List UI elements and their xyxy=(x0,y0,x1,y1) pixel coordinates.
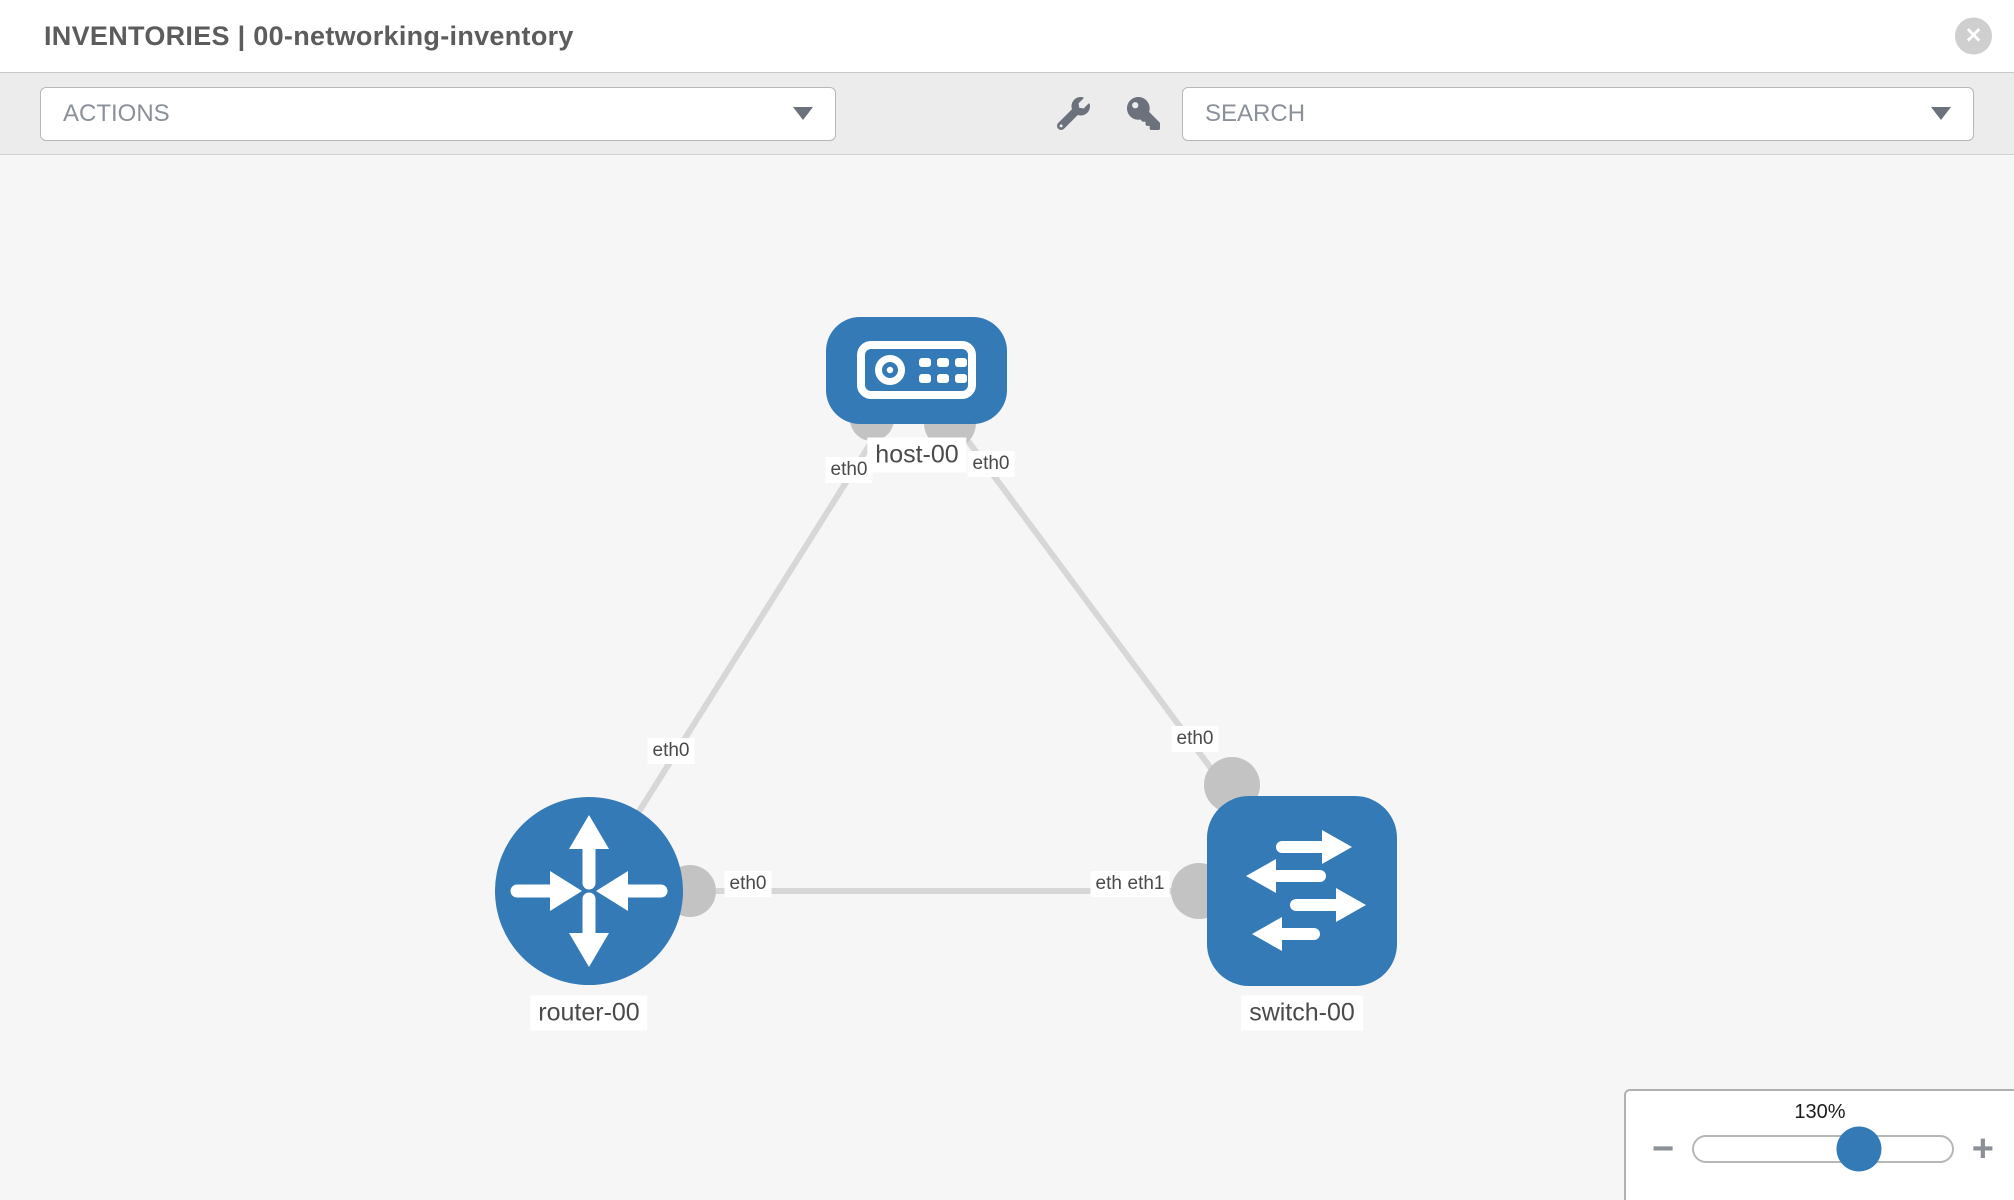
node-switch-00[interactable] xyxy=(1207,796,1397,986)
header: INVENTORIES | 00-networking-inventory ✕ xyxy=(0,0,2014,72)
caret-down-icon xyxy=(793,107,813,120)
close-icon[interactable]: ✕ xyxy=(1955,17,1992,55)
iface-label-host-right: eth0 xyxy=(967,451,1015,477)
minus-icon[interactable]: − xyxy=(1652,1128,1675,1170)
topology-canvas[interactable]: host-00 router-00 switch-00 eth0 eth0 et… xyxy=(0,155,2014,1200)
zoom-panel: 130% − + xyxy=(1624,1089,2014,1200)
search-dropdown[interactable]: SEARCH xyxy=(1182,86,1974,141)
zoom-level: 130% xyxy=(1794,1101,1846,1123)
host-icon xyxy=(857,341,976,399)
iface-label-router-right: eth0 xyxy=(724,871,772,897)
iface-label-switch-top: eth0 xyxy=(1171,726,1219,752)
wrench-icon[interactable] xyxy=(1057,97,1090,130)
page-title: INVENTORIES | 00-networking-inventory xyxy=(44,20,574,51)
node-label-switch-00: switch-00 xyxy=(1241,995,1363,1031)
interface-ports xyxy=(664,397,1260,919)
search-placeholder: SEARCH xyxy=(1205,99,1306,127)
toolbar-icons xyxy=(1057,97,1160,130)
key-icon[interactable] xyxy=(1127,97,1160,130)
iface-label-switch-left-front: eth1 xyxy=(1122,871,1170,897)
zoom-slider-thumb[interactable] xyxy=(1836,1126,1882,1172)
node-label-host-00: host-00 xyxy=(867,437,967,473)
close-glyph: ✕ xyxy=(1964,24,1983,48)
switch-icon xyxy=(1246,830,1366,951)
toolbar: ACTIONS SEARCH xyxy=(0,72,2014,155)
actions-dropdown-label: ACTIONS xyxy=(63,99,170,127)
node-router-00[interactable] xyxy=(495,797,683,985)
iface-label-router-top: eth0 xyxy=(647,738,695,764)
node-host-00[interactable] xyxy=(826,317,1007,424)
iface-label-host-left: eth0 xyxy=(825,457,873,483)
zoom-slider-track[interactable] xyxy=(1692,1126,1954,1172)
router-icon xyxy=(510,815,668,967)
node-label-router-00: router-00 xyxy=(530,995,648,1031)
actions-dropdown[interactable]: ACTIONS xyxy=(40,86,836,141)
caret-down-icon xyxy=(1931,107,1951,120)
plus-icon[interactable]: + xyxy=(1971,1128,1994,1170)
